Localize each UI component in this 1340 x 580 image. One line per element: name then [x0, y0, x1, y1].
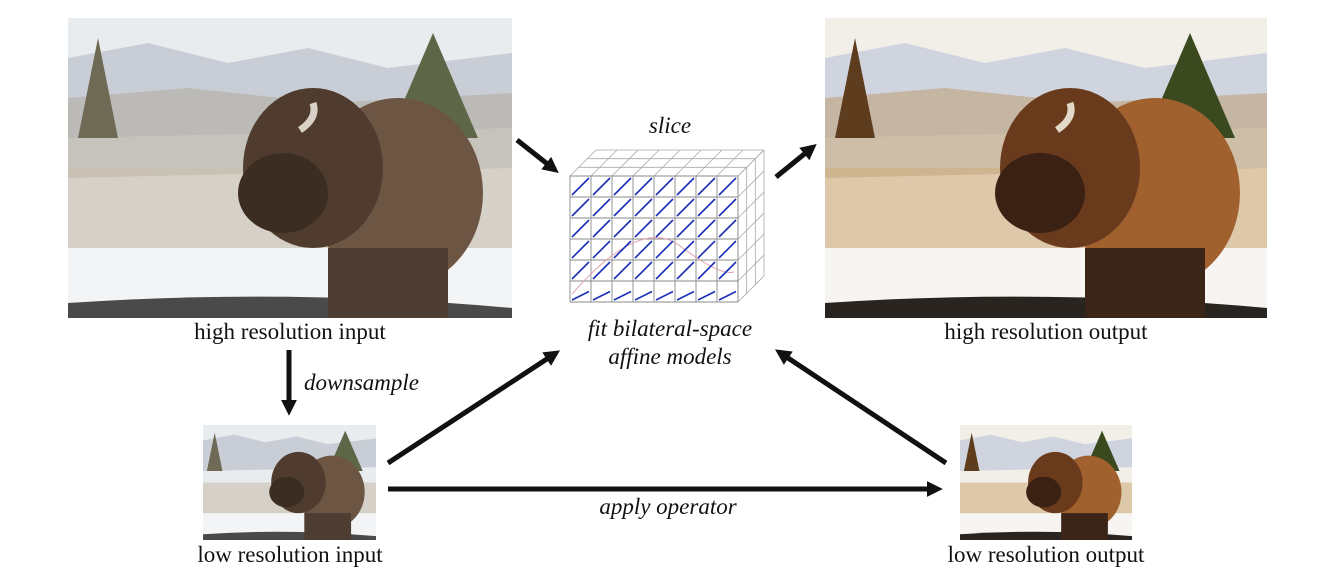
bilateral-grid	[560, 140, 780, 310]
affine-model-segment	[697, 290, 716, 301]
low-resolution-input-caption: low resolution input	[197, 542, 383, 567]
affine-model-segment	[718, 290, 737, 301]
affine-model-segment	[613, 177, 632, 196]
bilateral-grid-drawing	[569, 149, 765, 303]
affine-model-segment	[697, 198, 716, 217]
high-resolution-output-caption: high resolution output	[944, 319, 1148, 344]
affine-model-segment	[613, 198, 632, 217]
affine-model-segment	[571, 240, 590, 259]
affine-model-segment	[571, 290, 590, 301]
affine-model-segment	[697, 261, 716, 280]
grid-side-line	[737, 191, 765, 219]
affine-model-segment	[676, 261, 695, 280]
high-resolution-input-caption: high resolution input	[194, 319, 386, 344]
grid-side-line	[737, 233, 765, 261]
affine-model-segment	[634, 261, 653, 280]
arrow-grid-to-output	[774, 143, 817, 179]
affine-model-segment	[613, 219, 632, 238]
affine-model-segment	[718, 177, 737, 196]
affine-model-segment	[592, 261, 611, 280]
affine-model-segment	[655, 177, 674, 196]
downsample-label: downsample	[304, 370, 419, 395]
affine-model-segment	[634, 177, 653, 196]
grid-top-line	[632, 149, 660, 177]
affine-model-segment	[592, 219, 611, 238]
grid-side-line	[737, 212, 765, 240]
affine-model-segment	[697, 219, 716, 238]
apply-operator-label: apply operator	[599, 494, 737, 519]
affine-model-segment	[613, 290, 632, 301]
grid-top-line	[674, 149, 702, 177]
affine-model-segment	[655, 219, 674, 238]
affine-model-segment	[718, 240, 737, 259]
affine-model-segment	[676, 290, 695, 301]
grid-top-line	[695, 149, 723, 177]
affine-model-segment	[571, 261, 590, 280]
affine-model-segment	[571, 219, 590, 238]
affine-model-segment	[592, 198, 611, 217]
affine-model-segment	[676, 177, 695, 196]
affine-model-segment	[634, 290, 653, 301]
grid-side-line	[737, 275, 765, 303]
grid-caption-line-1: fit bilateral-space	[587, 316, 753, 341]
affine-model-segment	[655, 240, 674, 259]
affine-model-segment	[718, 198, 737, 217]
grid-side-line	[737, 254, 765, 282]
slice-label: slice	[648, 113, 692, 138]
grid-side-line	[737, 170, 765, 198]
affine-model-segment	[634, 198, 653, 217]
affine-model-segment	[697, 177, 716, 196]
affine-model-segment	[655, 261, 674, 280]
low-resolution-output-caption: low resolution output	[947, 542, 1145, 567]
affine-model-segment	[592, 240, 611, 259]
arrow-input-to-grid	[515, 138, 559, 173]
affine-model-segment	[592, 177, 611, 196]
grid-top-line	[611, 149, 639, 177]
high-resolution-input-image	[68, 18, 512, 318]
arrow-low-output-to-grid	[775, 349, 948, 466]
high-resolution-output-image	[825, 18, 1267, 318]
affine-model-segment	[676, 240, 695, 259]
affine-model-segment	[655, 290, 674, 301]
grid-caption-line-2: affine models	[608, 344, 732, 369]
grid-top-line	[653, 149, 681, 177]
grid-top-line	[569, 149, 597, 177]
affine-model-segment	[718, 261, 737, 280]
affine-model-segment	[571, 198, 590, 217]
low-resolution-output-image	[960, 425, 1132, 540]
affine-model-segment	[634, 219, 653, 238]
affine-model-segment	[613, 261, 632, 280]
affine-model-segment	[655, 198, 674, 217]
affine-model-segment	[571, 177, 590, 196]
affine-model-segment	[718, 219, 737, 238]
affine-model-segment	[634, 240, 653, 259]
affine-model-segment	[676, 219, 695, 238]
grid-top-line	[716, 149, 744, 177]
affine-model-segment	[676, 198, 695, 217]
grid-top-line	[590, 149, 618, 177]
low-resolution-input-image	[203, 425, 376, 540]
grid-side-line	[737, 149, 765, 177]
affine-model-segment	[697, 240, 716, 259]
affine-model-segment	[613, 240, 632, 259]
affine-model-segment	[592, 290, 611, 301]
